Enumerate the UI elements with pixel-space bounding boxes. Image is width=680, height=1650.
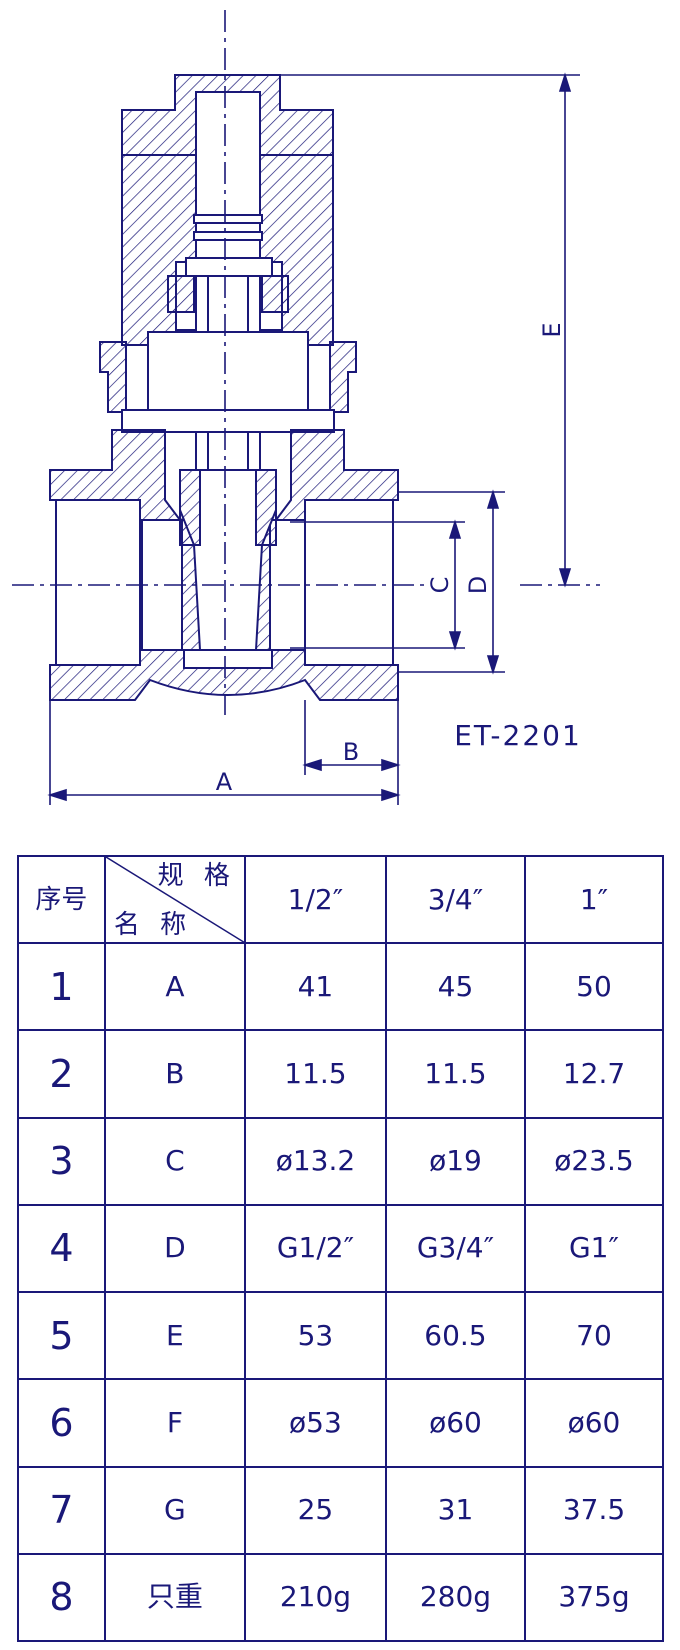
- row-value: 280g: [384, 1552, 526, 1643]
- dim-label-a: A: [216, 768, 233, 796]
- header-spec-label: 规 格: [157, 861, 236, 891]
- row-name: F: [103, 1378, 246, 1468]
- row-name: 只重: [103, 1552, 246, 1643]
- union-nut: [99, 331, 357, 433]
- row-seq: 2: [17, 1029, 106, 1119]
- row-value: G1″: [523, 1203, 665, 1294]
- row-seq: 6: [17, 1378, 106, 1468]
- row-value: 210g: [243, 1552, 387, 1643]
- header-size-1: 1/2″: [243, 854, 387, 945]
- row-value: ø13.2: [243, 1116, 387, 1206]
- row-name: E: [103, 1291, 246, 1381]
- row-value: 11.5: [243, 1029, 387, 1119]
- row-name: G: [103, 1465, 246, 1555]
- row-seq: 1: [17, 942, 106, 1032]
- row-value: 11.5: [384, 1029, 526, 1119]
- row-value: 53: [243, 1291, 387, 1381]
- row-value: 37.5: [523, 1465, 665, 1555]
- header-seq: 序号: [17, 854, 106, 945]
- row-value: ø53: [243, 1378, 387, 1468]
- row-value: 41: [243, 942, 387, 1032]
- row-seq: 4: [17, 1203, 106, 1294]
- valve-section-drawing: E C D A B ET-2201: [12, 10, 600, 805]
- row-value: 25: [243, 1465, 387, 1555]
- row-seq: 8: [17, 1552, 106, 1643]
- row-seq: 3: [17, 1116, 106, 1206]
- row-seq: 5: [17, 1291, 106, 1381]
- center-lines: [12, 10, 600, 715]
- row-value: G3/4″: [384, 1203, 526, 1294]
- model-number: ET-2201: [454, 719, 582, 752]
- dim-label-d: D: [464, 576, 492, 594]
- row-name: A: [103, 942, 246, 1032]
- row-value: 375g: [523, 1552, 665, 1643]
- row-value: 60.5: [384, 1291, 526, 1381]
- dim-label-e: E: [538, 322, 566, 337]
- row-value: ø19: [384, 1116, 526, 1206]
- row-value: 50: [523, 942, 665, 1032]
- dim-label-c: C: [426, 577, 454, 594]
- row-seq: 7: [17, 1465, 106, 1555]
- row-value: ø60: [384, 1378, 526, 1468]
- header-size-2: 3/4″: [384, 854, 526, 945]
- row-name: B: [103, 1029, 246, 1119]
- header-size-3: 1″: [523, 854, 665, 945]
- packing-details: [167, 275, 289, 313]
- row-value: 70: [523, 1291, 665, 1381]
- header-name-label: 名 称: [113, 910, 193, 941]
- gate-wedge: [179, 469, 277, 669]
- row-name: C: [103, 1116, 246, 1206]
- table-header-row: 序号 规 格 名 称 1/2″ 3/4″ 1″: [17, 854, 665, 945]
- dimension-lines: [47, 72, 580, 805]
- dim-label-b: B: [343, 738, 359, 766]
- row-value: ø60: [523, 1378, 665, 1468]
- valve-stem: [185, 91, 273, 513]
- row-value: ø23.5: [523, 1116, 665, 1206]
- row-value: 31: [384, 1465, 526, 1555]
- row-value: 12.7: [523, 1029, 665, 1119]
- row-value: 45: [384, 942, 526, 1032]
- header-spec-name: 规 格 名 称: [103, 854, 246, 945]
- row-value: G1/2″: [243, 1203, 387, 1294]
- row-name: D: [103, 1203, 246, 1294]
